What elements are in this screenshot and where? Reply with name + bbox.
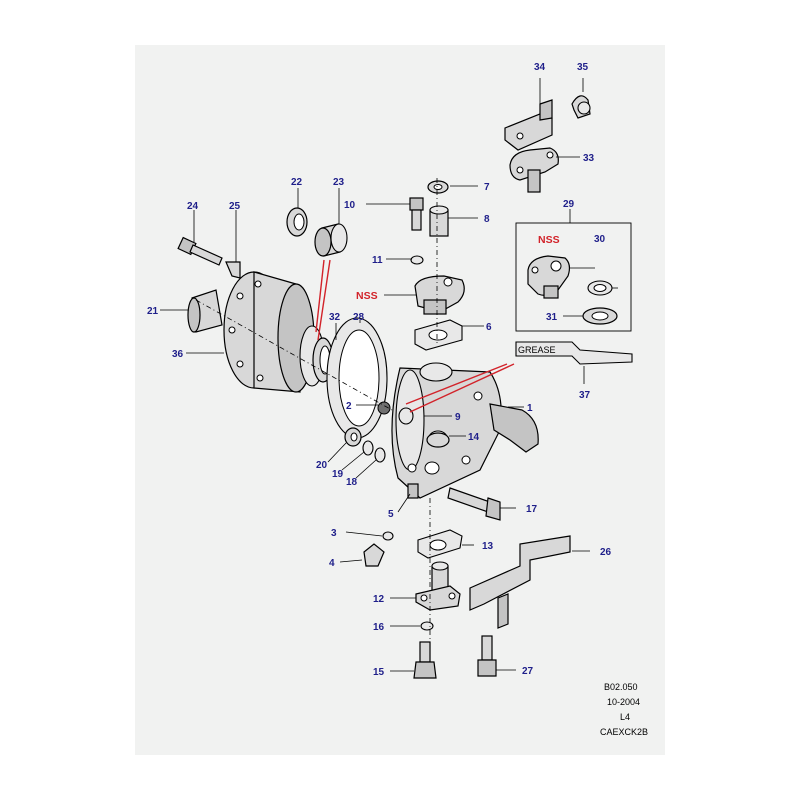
- part-9-washer: [398, 407, 414, 425]
- part-26-bracket: [469, 535, 571, 629]
- label-28: 28: [353, 312, 365, 323]
- part-29-nss-sensor-plate: [527, 255, 571, 299]
- label-20: 20: [316, 460, 328, 471]
- label-25: 25: [229, 201, 241, 212]
- label-21: 21: [147, 306, 159, 317]
- part-13-gasket: [417, 529, 463, 559]
- part-3-washer: [382, 531, 394, 541]
- label-30: 30: [594, 234, 606, 245]
- leader-lines: [160, 78, 618, 672]
- label-19: 19: [332, 469, 344, 480]
- label-3: 3: [331, 528, 337, 539]
- part-31-seal: [582, 307, 618, 325]
- diagram-reference-block: B02.050 10-2004 L4 CAEXCK2B: [600, 682, 648, 737]
- diagram-date: 10-2004: [607, 697, 640, 707]
- diagram-code: B02.050: [604, 682, 638, 692]
- label-33: 33: [583, 153, 595, 164]
- label-12: 12: [373, 594, 385, 605]
- label-27: 27: [522, 666, 534, 677]
- label-34: 34: [534, 62, 546, 73]
- label-31: 31: [546, 312, 558, 323]
- label-37: 37: [579, 390, 591, 401]
- part-7-seal: [427, 180, 449, 194]
- part-23-bearing: [314, 223, 348, 257]
- label-36: 36: [172, 349, 184, 360]
- part-27-bolt: [477, 635, 497, 677]
- label-29: 29: [563, 199, 575, 210]
- part-5-bolt: [407, 483, 419, 499]
- label-nss-box: NSS: [538, 234, 560, 246]
- part-8-bearing: [429, 205, 449, 237]
- label-9: 9: [455, 412, 461, 423]
- part-labels: 34 35 33 7 8 10 11 NSS 6 29 NSS 30 31 GR…: [147, 62, 612, 678]
- label-26: 26: [600, 547, 612, 558]
- part-36-hub: [223, 271, 325, 393]
- label-1: 1: [527, 403, 533, 414]
- label-35: 35: [577, 62, 589, 73]
- part-10-bolt: [409, 197, 424, 231]
- part-15-bolt: [413, 641, 437, 679]
- part-12-pin-plate: [415, 561, 461, 611]
- label-nss-top: NSS: [356, 290, 378, 302]
- part-33-sensor: [509, 147, 559, 193]
- label-8: 8: [484, 214, 490, 225]
- diagram-ref: CAEXCK2B: [600, 727, 648, 737]
- part-34-bracket: [504, 99, 553, 151]
- part-30-o-ring: [587, 280, 613, 296]
- label-6: 6: [486, 322, 492, 333]
- label-17: 17: [526, 504, 538, 515]
- label-14: 14: [468, 432, 480, 443]
- part-25-lock-tab: [225, 261, 241, 279]
- part-2-plug: [377, 401, 391, 415]
- part-28-gasket: [326, 317, 388, 439]
- part-1-swivel-housing: [391, 362, 539, 499]
- part-14-bush: [426, 432, 450, 448]
- part-nss-top-plate: [414, 275, 465, 315]
- part-20-nut: [344, 427, 362, 447]
- part-17-bolt: [447, 487, 501, 521]
- part-35-clip: [571, 95, 591, 119]
- label-15: 15: [373, 667, 385, 678]
- label-13: 13: [482, 541, 494, 552]
- part-16-washer: [420, 621, 434, 631]
- label-4: 4: [329, 558, 335, 569]
- label-24: 24: [187, 201, 199, 212]
- diagram-level: L4: [620, 712, 630, 722]
- part-37-grease-tube: [515, 341, 633, 365]
- part-24-bolt: [177, 236, 223, 266]
- part-11-washer: [410, 255, 424, 265]
- label-16: 16: [373, 622, 385, 633]
- label-2: 2: [346, 401, 352, 412]
- label-5: 5: [388, 509, 394, 520]
- label-23: 23: [333, 177, 345, 188]
- label-grease: GREASE: [518, 345, 556, 355]
- part-21-drive-flange: [187, 289, 223, 333]
- part-29-kit-box: [515, 222, 632, 332]
- label-7: 7: [484, 182, 490, 193]
- part-22-seal: [286, 207, 308, 237]
- label-32: 32: [329, 312, 341, 323]
- part-19-washer: [362, 440, 374, 456]
- label-18: 18: [346, 477, 358, 488]
- part-18-washer: [374, 447, 386, 463]
- label-11: 11: [372, 255, 383, 266]
- part-6-gasket: [414, 319, 463, 351]
- label-22: 22: [291, 177, 303, 188]
- label-10: 10: [344, 200, 356, 211]
- part-4-nipple: [363, 543, 385, 567]
